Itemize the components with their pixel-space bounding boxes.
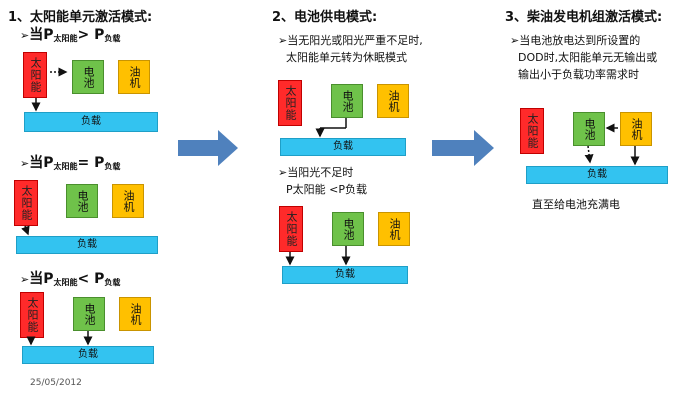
- flow-arrow-1-to-2: [178, 130, 238, 166]
- condition-solar-greater-load: ➢当P太阳能> P负载: [20, 27, 121, 43]
- bullet-icon: ➢: [278, 34, 288, 47]
- oil-generator-block: 油机: [119, 297, 151, 331]
- bullet-icon: ➢: [20, 29, 30, 42]
- battery-block: 电池: [332, 212, 364, 246]
- condition-solar-less-load: ➢当P太阳能< P负载: [20, 271, 121, 287]
- oil-generator-block: 油机: [620, 112, 652, 146]
- battery-block: 电池: [331, 84, 363, 118]
- section3-footer-note: 直至给电池充满电: [532, 198, 620, 211]
- bullet-icon: ➢: [510, 34, 520, 47]
- bullet-icon: ➢: [20, 273, 30, 286]
- solar-block: 太阳能: [279, 206, 303, 252]
- date-label: 25/05/2012: [30, 378, 82, 388]
- section2-description-2: ➢当阳光不足时 P太阳能 <P负载: [278, 166, 367, 196]
- solar-block: 太阳能: [14, 180, 38, 226]
- solar-block: 太阳能: [520, 108, 544, 154]
- section3-description: ➢当电池放电达到所设置的 DOD时,太阳能单元无输出或 输出小于负载功率需求时: [510, 34, 658, 81]
- condition-solar-equal-load: ➢当P太阳能= P负载: [20, 155, 121, 171]
- battery-block: 电池: [72, 60, 104, 94]
- load-block: 负载: [280, 138, 406, 156]
- section2-title: 2、电池供电模式:: [272, 10, 378, 25]
- load-block: 负载: [24, 112, 158, 132]
- oil-generator-block: 油机: [118, 60, 150, 94]
- solar-block: 太阳能: [278, 80, 302, 126]
- bullet-icon: ➢: [20, 157, 30, 170]
- load-block: 负载: [526, 166, 668, 184]
- section3-title: 3、柴油发电机组激活模式:: [505, 10, 663, 25]
- battery-block: 电池: [73, 297, 105, 331]
- solar-block: 太阳能: [20, 292, 44, 338]
- oil-generator-block: 油机: [378, 212, 410, 246]
- section1-title: 1、太阳能单元激活模式:: [8, 10, 153, 25]
- bullet-icon: ➢: [278, 166, 288, 179]
- oil-generator-block: 油机: [377, 84, 409, 118]
- oil-generator-block: 油机: [112, 184, 144, 218]
- battery-block: 电池: [66, 184, 98, 218]
- battery-block: 电池: [573, 112, 605, 146]
- load-block: 负载: [282, 266, 408, 284]
- flow-arrow-2-to-3: [432, 130, 494, 166]
- load-block: 负载: [16, 236, 158, 254]
- solar-block: 太阳能: [23, 52, 47, 98]
- section2-description-1: ➢当无阳光或阳光严重不足时, 太阳能单元转为休眠模式: [278, 34, 423, 64]
- load-block: 负载: [22, 346, 154, 364]
